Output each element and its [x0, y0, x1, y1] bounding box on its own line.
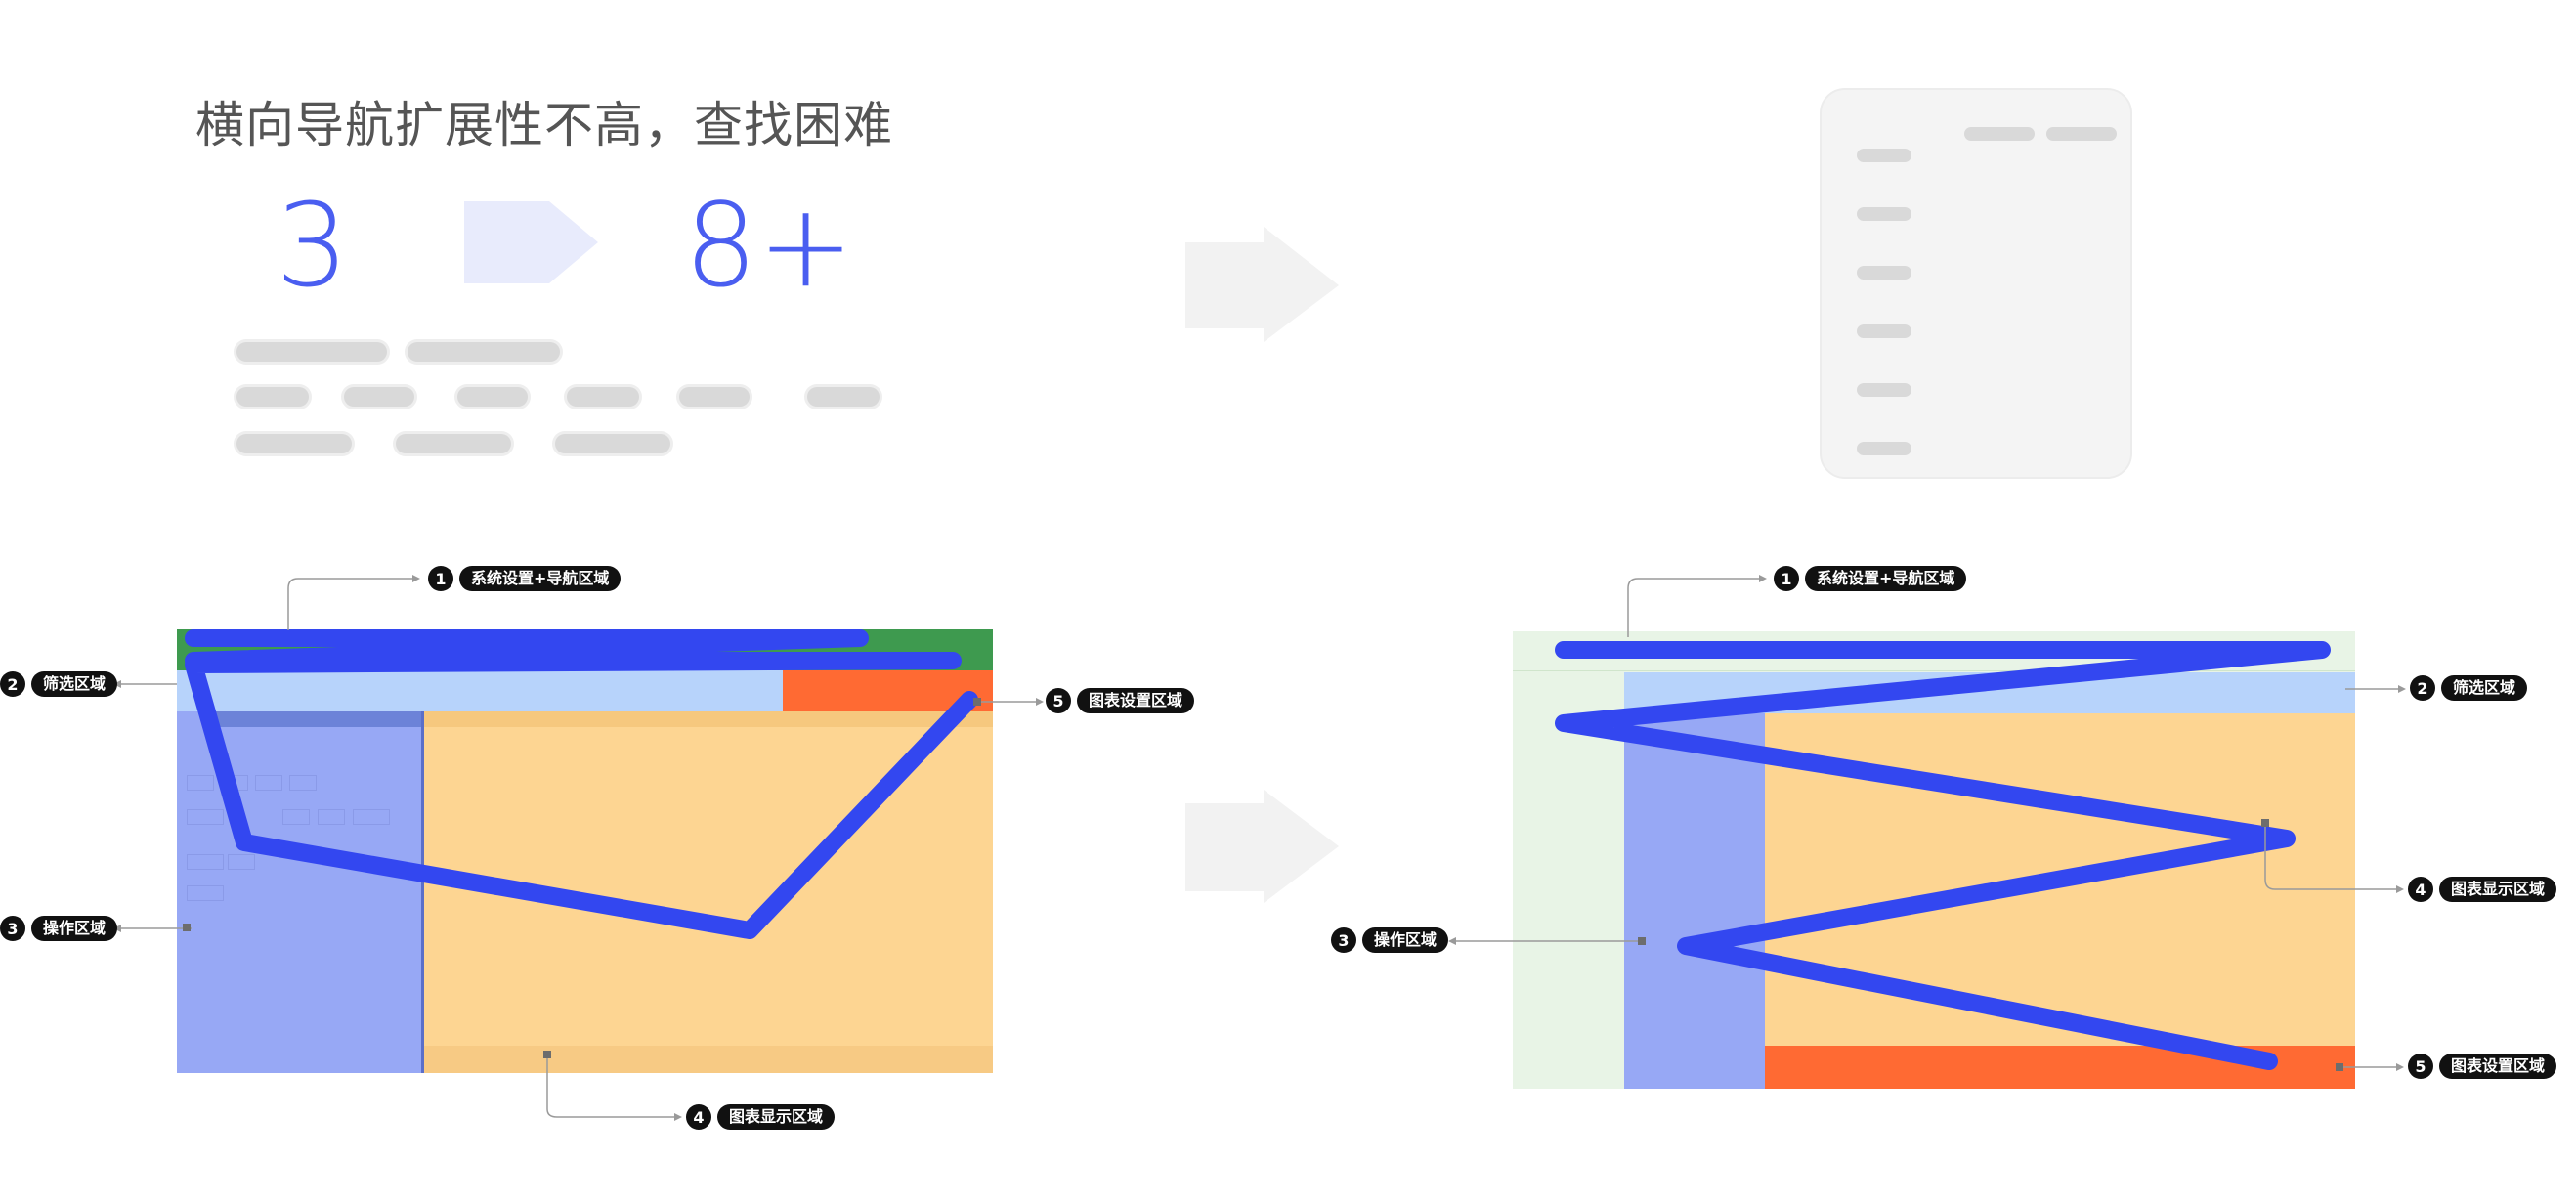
scan-path-right	[1555, 641, 2331, 1070]
callout-label: 图表显示区域	[717, 1104, 836, 1130]
callout-nav-left: 1 系统设置+导航区域	[428, 566, 622, 591]
callout-label: 操作区域	[31, 916, 118, 941]
callout-number: 3	[1331, 927, 1356, 953]
connector-nav-left	[287, 578, 412, 630]
callout-number: 1	[1774, 566, 1799, 591]
current-nav-count: 3	[276, 178, 350, 313]
nav-placeholder	[807, 387, 880, 407]
filter-region	[177, 670, 783, 711]
callout-label: 筛选区域	[2441, 675, 2528, 701]
nav-placeholder	[555, 434, 670, 453]
callout-filter-right: 2 筛选区域	[2410, 675, 2528, 701]
nav-placeholder	[408, 342, 560, 362]
callout-number: 2	[2410, 675, 2435, 701]
scan-path-left	[185, 629, 978, 939]
callout-ops-left: 3 操作区域	[0, 916, 118, 941]
nav-placeholder	[1857, 207, 1911, 221]
nav-placeholder	[679, 387, 750, 407]
callout-settings-right: 5 图表设置区域	[2408, 1054, 2557, 1079]
callout-label: 图表设置区域	[1077, 688, 1195, 713]
callout-label: 图表设置区域	[2439, 1054, 2557, 1079]
callout-display-right: 4 图表显示区域	[2408, 877, 2557, 902]
callout-number: 5	[1046, 688, 1071, 713]
callout-number: 3	[0, 916, 25, 941]
callout-label: 系统设置+导航区域	[459, 566, 622, 591]
callout-nav-right: 1 系统设置+导航区域	[1774, 566, 1967, 591]
chevron-arrow-icon	[464, 201, 598, 283]
nav-placeholder	[236, 342, 387, 362]
nav-placeholder	[396, 434, 511, 453]
callout-number: 2	[0, 671, 25, 697]
callout-number: 1	[428, 566, 453, 591]
callout-display-left: 4 图表显示区域	[686, 1104, 836, 1130]
connector-display-left	[546, 1055, 674, 1118]
callout-number: 4	[2408, 877, 2433, 902]
nav-placeholder	[1857, 383, 1911, 397]
callout-label: 图表显示区域	[2439, 877, 2557, 902]
callout-label: 操作区域	[1362, 927, 1449, 953]
nav-placeholder	[236, 434, 352, 453]
callout-label: 筛选区域	[31, 671, 118, 697]
callout-label: 系统设置+导航区域	[1805, 566, 1967, 591]
nav-placeholder	[1857, 442, 1911, 455]
nav-placeholder	[1857, 324, 1911, 338]
nav-placeholder	[1857, 266, 1911, 280]
nav-placeholder	[567, 387, 639, 407]
right-arrow-icon-top	[1185, 227, 1339, 342]
nav-placeholder	[2046, 127, 2117, 141]
nav-placeholder	[1857, 149, 1911, 162]
page-title: 横向导航扩展性不高，查找困难	[195, 97, 893, 153]
ops-region	[1624, 713, 1765, 1089]
callout-settings-left: 5 图表设置区域	[1046, 688, 1195, 713]
connector-display-right	[2264, 821, 2396, 890]
right-arrow-icon-bottom	[1185, 790, 1339, 903]
nav-placeholder	[457, 387, 528, 407]
callout-number: 4	[686, 1104, 711, 1130]
nav-placeholder	[1964, 127, 2035, 141]
target-nav-count: 8+	[684, 178, 854, 313]
nav-placeholder	[344, 387, 414, 407]
callout-filter-left: 2 筛选区域	[0, 671, 118, 697]
callout-number: 5	[2408, 1054, 2433, 1079]
connector-nav-right	[1627, 578, 1759, 637]
vertical-nav-card	[1820, 88, 2132, 479]
callout-ops-right: 3 操作区域	[1331, 927, 1449, 953]
nav-placeholder	[236, 387, 309, 407]
